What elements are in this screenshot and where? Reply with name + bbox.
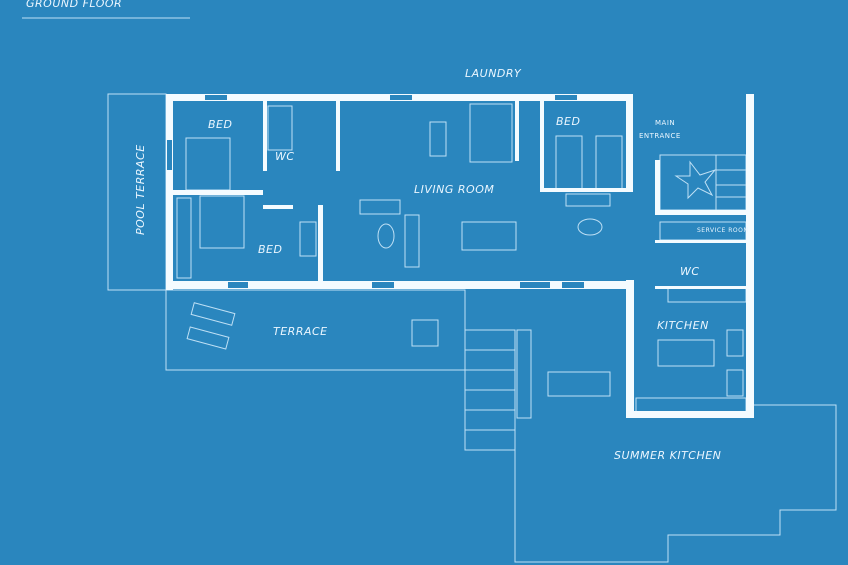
label-terrace: TERRACE — [273, 325, 328, 338]
label-summer-kitchen: SUMMER KITCHEN — [614, 449, 722, 462]
planter — [516, 329, 532, 419]
laundry-box — [469, 103, 513, 163]
coffee-table — [377, 223, 395, 249]
entrance-porch — [659, 154, 747, 211]
desk — [429, 121, 447, 157]
label-kitchen: KITCHEN — [657, 319, 709, 332]
label-laundry: LAUNDRY — [465, 67, 522, 80]
sunbed-1 — [190, 302, 236, 326]
label-bed-bottom: BED — [258, 243, 283, 256]
label-service-room: SERVICE ROOM — [697, 227, 749, 234]
summer-table — [547, 371, 611, 397]
walls — [166, 94, 754, 418]
bed-2 — [199, 195, 245, 249]
summer-kitchen-outline — [514, 404, 837, 563]
kitchen-table — [657, 339, 715, 367]
sofa-2 — [404, 214, 420, 268]
windows — [167, 95, 584, 288]
terrace-table — [411, 319, 439, 347]
label-living-room: LIVING ROOM — [414, 183, 495, 196]
bed-3 — [555, 135, 583, 191]
label-pool-terrace: POOL TERRACE — [134, 144, 147, 235]
dining-table — [461, 221, 517, 251]
sofa-1 — [359, 199, 401, 215]
label-wc-right: WC — [680, 265, 700, 278]
page-title: GROUND FLOOR — [26, 0, 123, 10]
bed-4 — [595, 135, 623, 191]
label-wc-top: WC — [275, 150, 295, 163]
stairs — [464, 329, 516, 451]
label-main: MAIN — [655, 119, 676, 127]
sunbed-2 — [186, 326, 230, 350]
kitchen-counter — [667, 287, 747, 303]
label-bed-top-right: BED — [556, 115, 581, 128]
label-entrance: ENTRANCE — [639, 132, 681, 140]
label-bed-top-left: BED — [208, 118, 233, 131]
bed-1 — [185, 137, 231, 191]
plant-icon — [674, 160, 717, 200]
